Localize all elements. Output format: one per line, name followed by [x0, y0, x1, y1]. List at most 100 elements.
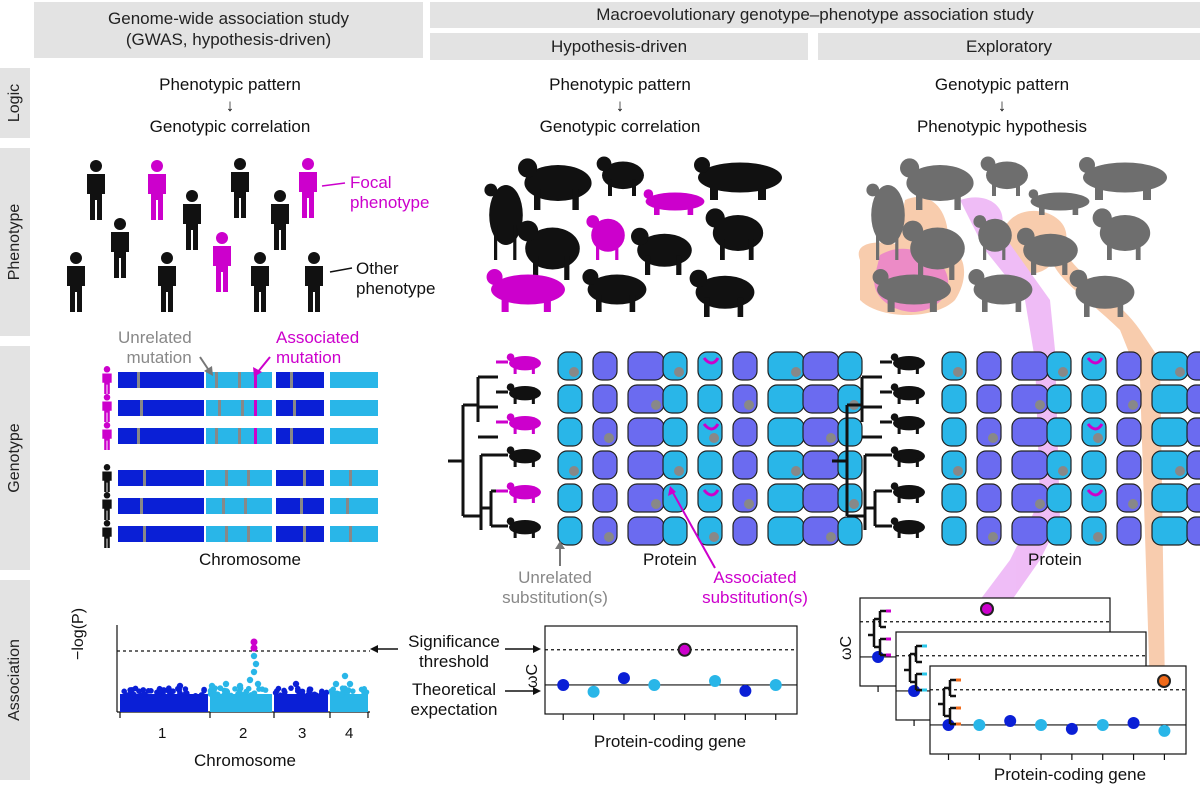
- unrelated-mutation-mark: [137, 372, 140, 388]
- manhattan-point: [211, 692, 218, 698]
- protein-shape: [767, 483, 805, 513]
- unrelated-mutation-mark: [222, 498, 225, 514]
- unrelated-mutation-mark: [238, 372, 241, 388]
- unrelated-substitution-dot: [1175, 466, 1185, 476]
- eagle-silhouette: [705, 208, 764, 260]
- unrelated-substitution-dot: [791, 466, 801, 476]
- protein-shape: [697, 450, 723, 480]
- protein-shape: [557, 384, 583, 414]
- elephant-silhouette: [1069, 269, 1135, 317]
- manhattan-point: [250, 652, 258, 660]
- protein-shape: [732, 516, 758, 546]
- protein-shape: [976, 450, 1002, 480]
- protein-shape: [941, 351, 967, 381]
- manhattan-point: [361, 686, 368, 692]
- phylogenetic-tree-exploratory: [832, 353, 925, 538]
- protein-shape: [837, 483, 863, 513]
- protein-shape: [1116, 417, 1142, 447]
- phenotype-people-group: [67, 158, 323, 312]
- tip-animal-icon: [506, 383, 541, 404]
- protein-shape: [592, 351, 618, 381]
- person-figure: [158, 252, 176, 312]
- manhattan-point: [341, 672, 349, 680]
- horse-silhouette: [518, 158, 592, 210]
- omega-point: [739, 684, 752, 697]
- protein-shape: [627, 450, 665, 480]
- omega-ylabel-expl: ωC: [838, 635, 855, 660]
- mini-tree: [868, 609, 886, 657]
- unrelated-substitution-dot: [1058, 466, 1068, 476]
- chromosome-segment: [118, 470, 204, 486]
- manhattan-point: [130, 691, 137, 697]
- associated-substitution-label: Associated substitution(s): [702, 568, 808, 607]
- unrelated-substitution-dot: [651, 499, 661, 509]
- manhattan-point: [182, 686, 189, 692]
- tip-animal-icon: [890, 482, 925, 503]
- chromosome-bars: [102, 366, 378, 548]
- unrelated-mutation-mark: [293, 400, 296, 416]
- manhattan-point: [170, 688, 176, 695]
- manhattan-point: [256, 686, 262, 692]
- omega-point: [1035, 718, 1048, 731]
- protein-shape: [1116, 450, 1142, 480]
- chromosome-label: Chromosome: [198, 550, 302, 569]
- unrelated-mutation-mark: [140, 498, 143, 514]
- chromosome-segment: [330, 372, 378, 388]
- omega-plot-frame: [544, 625, 798, 715]
- deer-silhouette: [517, 220, 580, 280]
- unrelated-mutation-label: Unrelated mutation: [118, 328, 192, 367]
- protein-shape: [592, 384, 618, 414]
- swan-silhouette: [1017, 227, 1078, 275]
- protein-shape: [1046, 483, 1072, 513]
- manhattan-ylabel: −log(P): [70, 607, 87, 660]
- unrelated-mutation-mark: [143, 470, 146, 486]
- manhattan-point: [282, 689, 288, 696]
- manhattan-point: [296, 693, 303, 699]
- protein-shape: [1186, 351, 1200, 381]
- unrelated-mutation-arrow: [199, 356, 213, 376]
- protein-shape: [1186, 516, 1200, 546]
- manhattan-point: [273, 688, 280, 694]
- tip-animal-icon: [890, 413, 925, 434]
- unrelated-substitution-dot: [1093, 433, 1103, 443]
- significance-arrow: [370, 645, 541, 653]
- protein-shape: [1116, 384, 1142, 414]
- chromosome-segment: [276, 428, 324, 444]
- protein-shape: [732, 384, 758, 414]
- protein-shape: [662, 516, 688, 546]
- tip-animal-icon: [506, 482, 541, 503]
- chromosome-segment: [276, 400, 324, 416]
- unrelated-mutation-mark: [247, 470, 250, 486]
- protein-shape: [976, 384, 1002, 414]
- unrelated-substitution-dot: [604, 433, 614, 443]
- protein-shape: [1011, 417, 1049, 447]
- mini-tree: [938, 678, 956, 726]
- manhattan-point: [140, 691, 147, 697]
- protein-shape: [1046, 450, 1072, 480]
- manhattan-point: [201, 687, 207, 694]
- row-person-icon: [102, 520, 112, 548]
- unrelated-mutation-mark: [225, 470, 228, 486]
- logic-col3-top: Genotypic pattern: [934, 75, 1070, 94]
- other-phenotype-label: Other phenotype: [356, 259, 436, 298]
- protein-shape: [697, 384, 723, 414]
- omega-point: [942, 718, 955, 731]
- person-figure: [67, 252, 85, 312]
- chromosome-segment: [330, 400, 378, 416]
- protein-shape: [1081, 351, 1107, 381]
- manhattan-point: [318, 690, 325, 697]
- tree-branches: [448, 375, 498, 530]
- protein-shape: [662, 351, 688, 381]
- omega-point: [872, 650, 885, 663]
- logic-col3-arrow: ↓: [997, 96, 1007, 115]
- unrelated-mutation-mark: [349, 526, 352, 542]
- unrelated-substitution-dot: [651, 400, 661, 410]
- protein-shape: [697, 483, 723, 513]
- protein-shape: [592, 450, 618, 480]
- unrelated-mutation-mark: [244, 498, 247, 514]
- manhattan-point: [307, 686, 314, 693]
- protein-shape: [837, 450, 863, 480]
- protein-shape: [1186, 483, 1200, 513]
- person-figure: [305, 252, 323, 312]
- unrelated-mutation-mark: [290, 428, 293, 444]
